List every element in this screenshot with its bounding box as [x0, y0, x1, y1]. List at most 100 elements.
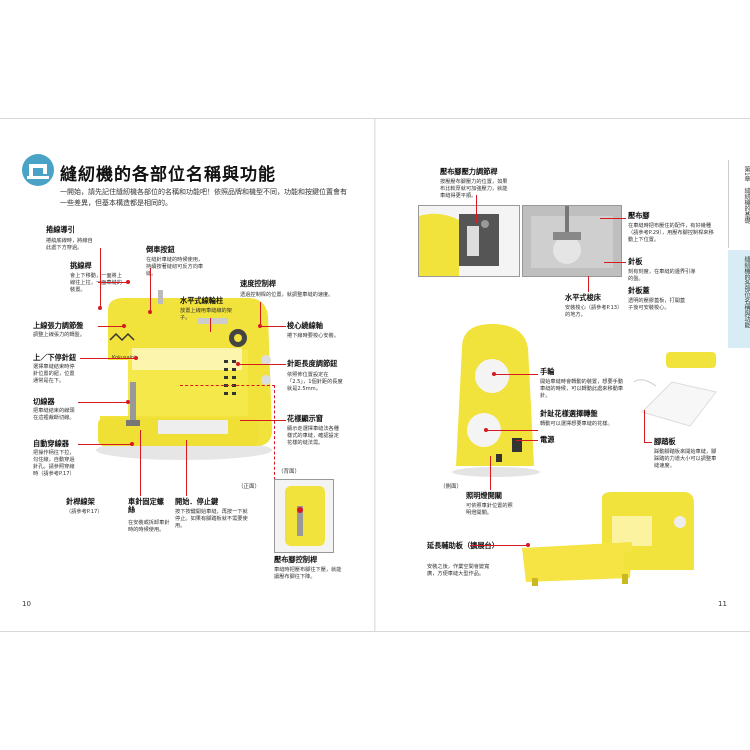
leader-dot [122, 324, 126, 328]
caption-side: （側面） [440, 484, 463, 490]
back-view-inset [274, 479, 334, 553]
desc-needle-clamp: 在安裝或拆卸車針時的時候使用。 [128, 520, 170, 534]
label-presser-foot: 壓布腳 [628, 211, 650, 220]
leader-dot [134, 356, 138, 360]
leader-dot [258, 324, 262, 328]
desc-tension: 調整上線張力的轉盤。 [33, 332, 85, 338]
needle-plate-image [522, 205, 622, 277]
page-title: 縫紉機的各部位名稱與功能 [60, 165, 276, 185]
desc-winder-shaft: 捲下線時要梭心安裝。 [287, 333, 339, 339]
leader-dot [98, 306, 102, 310]
leader-line [80, 358, 136, 359]
label-extension: 延長輔助板（擴展台） [427, 541, 499, 550]
desc-bobbin-cover: 透明的壓膠蓋板，打開蓋子後可安裝梭心。 [628, 298, 686, 312]
label-needle-plate: 針板 [628, 257, 643, 266]
chapter-tab: 第1章 縫紉機的基礎 [743, 166, 750, 224]
label-needle-pos: 上／下停針鈕 [33, 353, 77, 362]
label-spool-pin: 針桿線架 [66, 497, 95, 506]
leader-dot [126, 280, 130, 284]
leader-line [644, 410, 645, 442]
leader-line [186, 440, 187, 496]
leader-line [78, 402, 128, 403]
leader-dot [492, 372, 496, 376]
desc-pattern-disp: 顯示走選擇車縫法各種樣式的車縫，確認設定花樣的縫法需。 [287, 426, 339, 447]
extension-table-image [512, 492, 696, 588]
desc-stitch-len: 依照佈位置設定在「2.5」，1個針距的長度就是2.5mm。 [287, 372, 343, 393]
leader-dot [484, 428, 488, 432]
leader-line [604, 262, 626, 263]
label-power: 電源 [540, 435, 555, 444]
label-winder-shaft: 梭心繞線軸 [287, 321, 323, 330]
desc-light: 可依照車針位置的照明燈開關。 [466, 503, 513, 517]
label-start-stop: 開始．停止鍵 [175, 497, 219, 506]
desc-extension: 安裝之後，作業空間會變寬廣，方便車縫大型作品。 [427, 564, 490, 578]
label-speed: 速度控制桿 [240, 279, 276, 288]
label-light: 照明燈開關 [466, 491, 502, 500]
leader-line [98, 282, 128, 283]
label-bobbin-cover: 針板蓋 [628, 286, 650, 295]
desc-bobbin-winder: 放置上線用車縫線的架子。 [180, 308, 232, 322]
leader-line [150, 268, 151, 312]
leader-line [470, 545, 528, 546]
label-bobbin-winder: 水平式線輪柱 [180, 296, 224, 305]
label-thread-guide: 捲線導引 [46, 225, 75, 234]
label-stitch-len: 針距長度調節鈕 [287, 359, 338, 368]
leader-line [140, 430, 141, 496]
foot-pedal-image [632, 352, 718, 434]
label-reverse: 倒車按鈕 [146, 245, 175, 254]
leader-line [494, 374, 538, 375]
desc-needle-pos: 選擇車縫結束時停針位置的鈕，位置通常是在下。 [33, 364, 75, 385]
leader-line [262, 326, 286, 327]
label-threader: 自動穿線器 [33, 439, 69, 448]
chapter-tab-bg [728, 160, 750, 248]
label-presser-adj: 壓布腳壓力調節桿 [440, 167, 498, 176]
label-tension: 上線張力調節盤 [33, 321, 84, 330]
desc-presser-foot: 在車縫時把布壓住的配件，有好幾種（請參考P.29），用壓布腳控制桿來移動上下位置… [628, 223, 714, 244]
section-tab-bg [728, 250, 750, 348]
leader-line [600, 218, 626, 219]
desc-pattern-dial: 轉動可以選擇想要車縫的花樣。 [540, 421, 613, 427]
intro-text: 一開始，請先記住縫紉機各部位的名稱和功能吧！依照品牌和機型不同，功能和按鍵位置會… [60, 188, 347, 208]
label-bobbin-case: 水平式梭床 [565, 293, 601, 302]
label-take-up: 挑線桿 [70, 261, 92, 270]
leader-line [240, 364, 286, 365]
caption-back: （背面） [278, 469, 301, 475]
desc-foot-pedal: 踩動腳踏板來開始車縫，腳踩踏的力道大小可以調整車縫速度。 [654, 449, 717, 470]
label-foot-pedal: 腳踏板 [654, 437, 676, 446]
label-cutter: 切線器 [33, 397, 55, 406]
leader-line [486, 430, 538, 431]
label-pattern-dial: 針趾花樣選擇轉盤 [540, 409, 598, 418]
desc-needle-plate: 刻有刻度，在車縫的邊界引導的盤。 [628, 269, 696, 283]
leader-dot [126, 400, 130, 404]
desc-speed: 透過控制桿的位置，就調整車縫的速度。 [240, 292, 334, 298]
leader-line [98, 326, 124, 327]
sewing-machine-front-image [88, 290, 276, 465]
leader-line [490, 456, 491, 490]
sewing-machine-side-image [452, 318, 542, 478]
leader-line [240, 420, 286, 421]
section-tab: 縫紉機的各部位名稱與功能 [743, 256, 750, 328]
page-number-right: 11 [718, 600, 727, 608]
desc-threader: 把操作柄往下拉，勾住線，自動穿過針孔。請參照穿線時（請參考P.17） [33, 450, 75, 478]
caption-front: （正面） [238, 484, 261, 490]
leader-dot [526, 543, 530, 547]
leader-line [210, 318, 211, 332]
leader-line [476, 195, 477, 223]
desc-presser-lever: 車縫時把壓布腳往下壓，就能讓壓布腳往下降。 [274, 567, 342, 581]
leader-line [644, 442, 652, 443]
presser-adjust-image [418, 205, 520, 277]
desc-reverse: 在縫針車縫的時候使用，持續按著縫紉可反方向車縫。 [146, 257, 204, 278]
page-number-left: 10 [22, 600, 31, 608]
leader-dot [130, 442, 134, 446]
label-needle-clamp: 車針固定螺絲 [128, 497, 164, 515]
desc-bobbin-case: 安裝梭心（請參考P.13）的地方。 [565, 305, 623, 319]
label-handwheel: 手輪 [540, 367, 555, 376]
desc-handwheel: 開始車縫時會轉動的裝置，想要手動車縫的時候，可以轉動此處來移動車針。 [540, 379, 624, 400]
leader-line [588, 276, 589, 292]
desc-presser-adj: 按壓壓布腳壓力的位置，如果布比較厚就可加強壓力，就能車縫得更平順。 [440, 179, 508, 200]
back-view-connector-vertical [274, 385, 275, 480]
label-pattern-disp: 花樣顯示窗 [287, 414, 323, 423]
desc-cutter: 把車縫結束的線頭在這裡裁斷切線。 [33, 408, 75, 422]
desc-thread-guide: 捲繞底線時，將線自此處下方穿過。 [46, 238, 93, 252]
leader-dot [236, 362, 240, 366]
